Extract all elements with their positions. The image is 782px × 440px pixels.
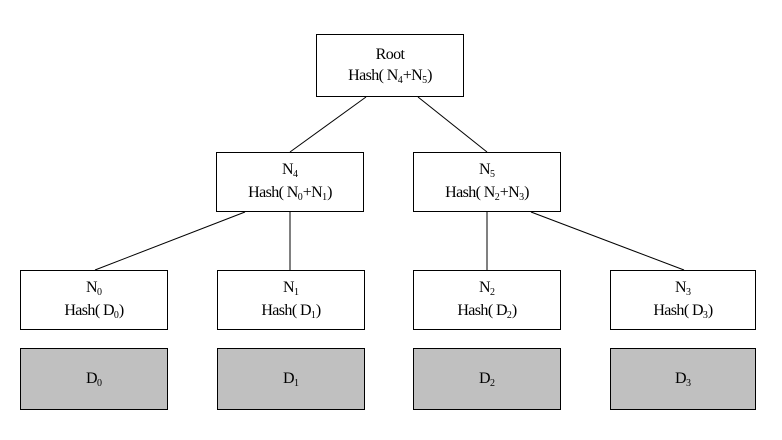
root-hash: Hash( N4+N5) <box>348 66 432 86</box>
n1-title: N1 <box>283 279 299 298</box>
n3-title: N3 <box>675 279 691 298</box>
node-n0: N0 Hash( D0) <box>20 270 168 330</box>
n5-title: N5 <box>479 161 495 180</box>
edge-root-n5 <box>417 96 488 153</box>
data-block-d2: D2 <box>413 348 561 410</box>
data-block-d3: D3 <box>610 348 756 410</box>
root-node: Root Hash( N4+N5) <box>316 34 464 97</box>
edge-root-n4 <box>289 96 367 153</box>
n0-title: N0 <box>86 279 102 298</box>
n1-hash: Hash( D1) <box>261 302 321 321</box>
data-block-d0: D0 <box>20 348 168 410</box>
n4-hash: Hash( N0+N1) <box>248 184 332 203</box>
node-n1: N1 Hash( D1) <box>217 270 365 330</box>
data-block-d1: D1 <box>217 348 365 410</box>
root-title: Root <box>375 45 405 63</box>
edge-n5-n3 <box>530 211 685 271</box>
node-n2: N2 Hash( D2) <box>413 270 561 330</box>
n0-hash: Hash( D0) <box>64 302 124 321</box>
n2-title: N2 <box>479 279 495 298</box>
edge-n4-n0 <box>94 211 246 271</box>
node-n4: N4 Hash( N0+N1) <box>216 152 364 212</box>
n4-title: N4 <box>282 161 298 180</box>
n3-hash: Hash( D3) <box>653 302 713 321</box>
node-n5: N5 Hash( N2+N3) <box>413 152 561 212</box>
node-n3: N3 Hash( D3) <box>610 270 756 330</box>
n5-hash: Hash( N2+N3) <box>445 184 529 203</box>
n2-hash: Hash( D2) <box>457 302 517 321</box>
